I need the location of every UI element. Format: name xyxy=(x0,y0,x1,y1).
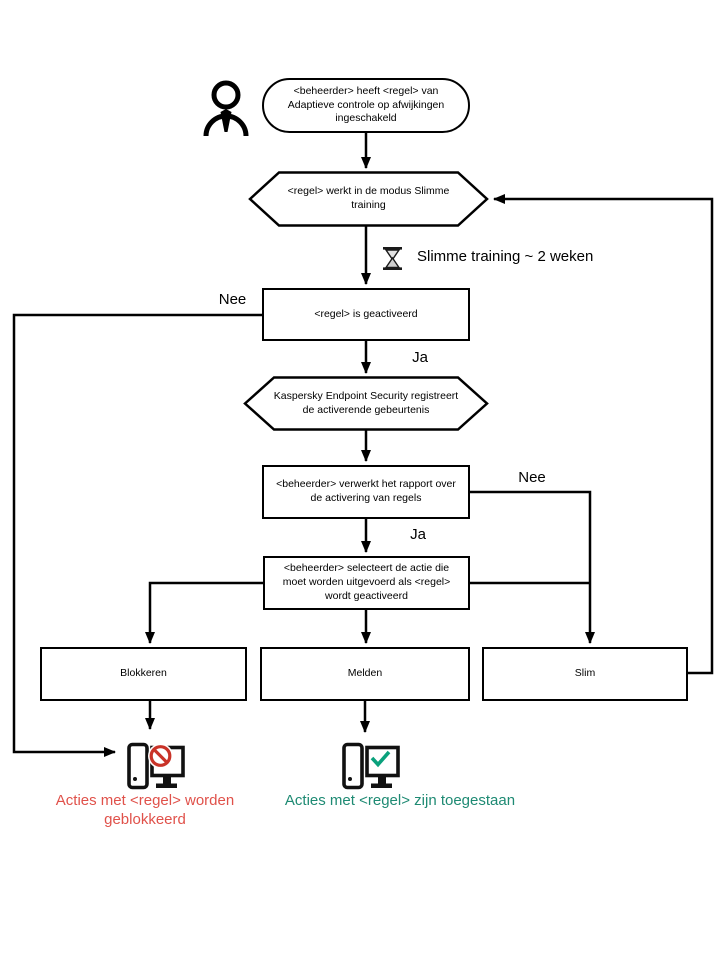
node-action-notify-label: Melden xyxy=(347,667,383,680)
prohibition-icon xyxy=(148,743,173,769)
checkmark-icon xyxy=(370,750,391,768)
flow-arrow-nee-right xyxy=(470,490,595,644)
node-select-action: <beheerder> selecteert de actie die moet… xyxy=(263,556,470,610)
node-training-mode-label: <regel> werkt in de modus Slimme trainin… xyxy=(287,185,450,211)
node-register-event: Kaspersky Endpoint Security registreert … xyxy=(245,377,487,430)
training-duration-note: Slimme training ~ 2 weken xyxy=(417,248,594,265)
computer-blocked-icon xyxy=(127,742,185,790)
node-start: <beheerder> heeft <regel> van Adaptieve … xyxy=(262,78,470,133)
allowed-result-caption: Acties met <regel> zijn toegestaan xyxy=(284,792,516,809)
node-action-smart: Slim xyxy=(482,647,688,701)
node-register-event-label: Kaspersky Endpoint Security registreert … xyxy=(273,389,459,416)
node-process-report: <beheerder> verwerkt het rapport over de… xyxy=(262,465,470,519)
node-start-label: <beheerder> heeft <regel> van Adaptieve … xyxy=(287,84,445,125)
power-led xyxy=(348,777,352,781)
person-icon xyxy=(203,80,249,137)
power-led xyxy=(133,777,137,781)
hourglass-icon xyxy=(383,247,402,270)
node-action-block-label: Blokkeren xyxy=(120,667,167,680)
computer-allowed-icon xyxy=(342,742,400,790)
edge-label-ja-second: Ja xyxy=(410,526,426,543)
flow-arrow-block xyxy=(145,581,263,644)
flow-arrows xyxy=(12,133,714,757)
hexagon-register-event xyxy=(243,376,489,431)
edge-label-ja-first: Ja xyxy=(412,349,428,366)
blocked-result-caption: Acties met <regel> worden geblokkeerd xyxy=(55,792,235,828)
node-action-block: Blokkeren xyxy=(40,647,247,701)
node-training-mode: <regel> werkt in de modus Slimme trainin… xyxy=(250,172,487,226)
node-action-smart-label: Slim xyxy=(574,667,596,680)
node-rule-triggered: <regel> is geactiveerd xyxy=(262,288,470,341)
node-process-report-label: <beheerder> verwerkt het rapport over de… xyxy=(276,478,456,504)
node-select-action-label: <beheerder> selecteert de actie die moet… xyxy=(282,562,451,602)
flow-arrow-feedback xyxy=(493,194,714,675)
node-rule-triggered-label: <regel> is geactiveerd xyxy=(314,307,418,320)
flow-arrow-nee-left xyxy=(12,313,262,757)
hexagon-training-mode xyxy=(248,171,489,227)
node-action-notify: Melden xyxy=(260,647,470,701)
edge-label-nee-right: Nee xyxy=(518,469,546,486)
edge-label-nee-left: Nee xyxy=(218,291,247,308)
